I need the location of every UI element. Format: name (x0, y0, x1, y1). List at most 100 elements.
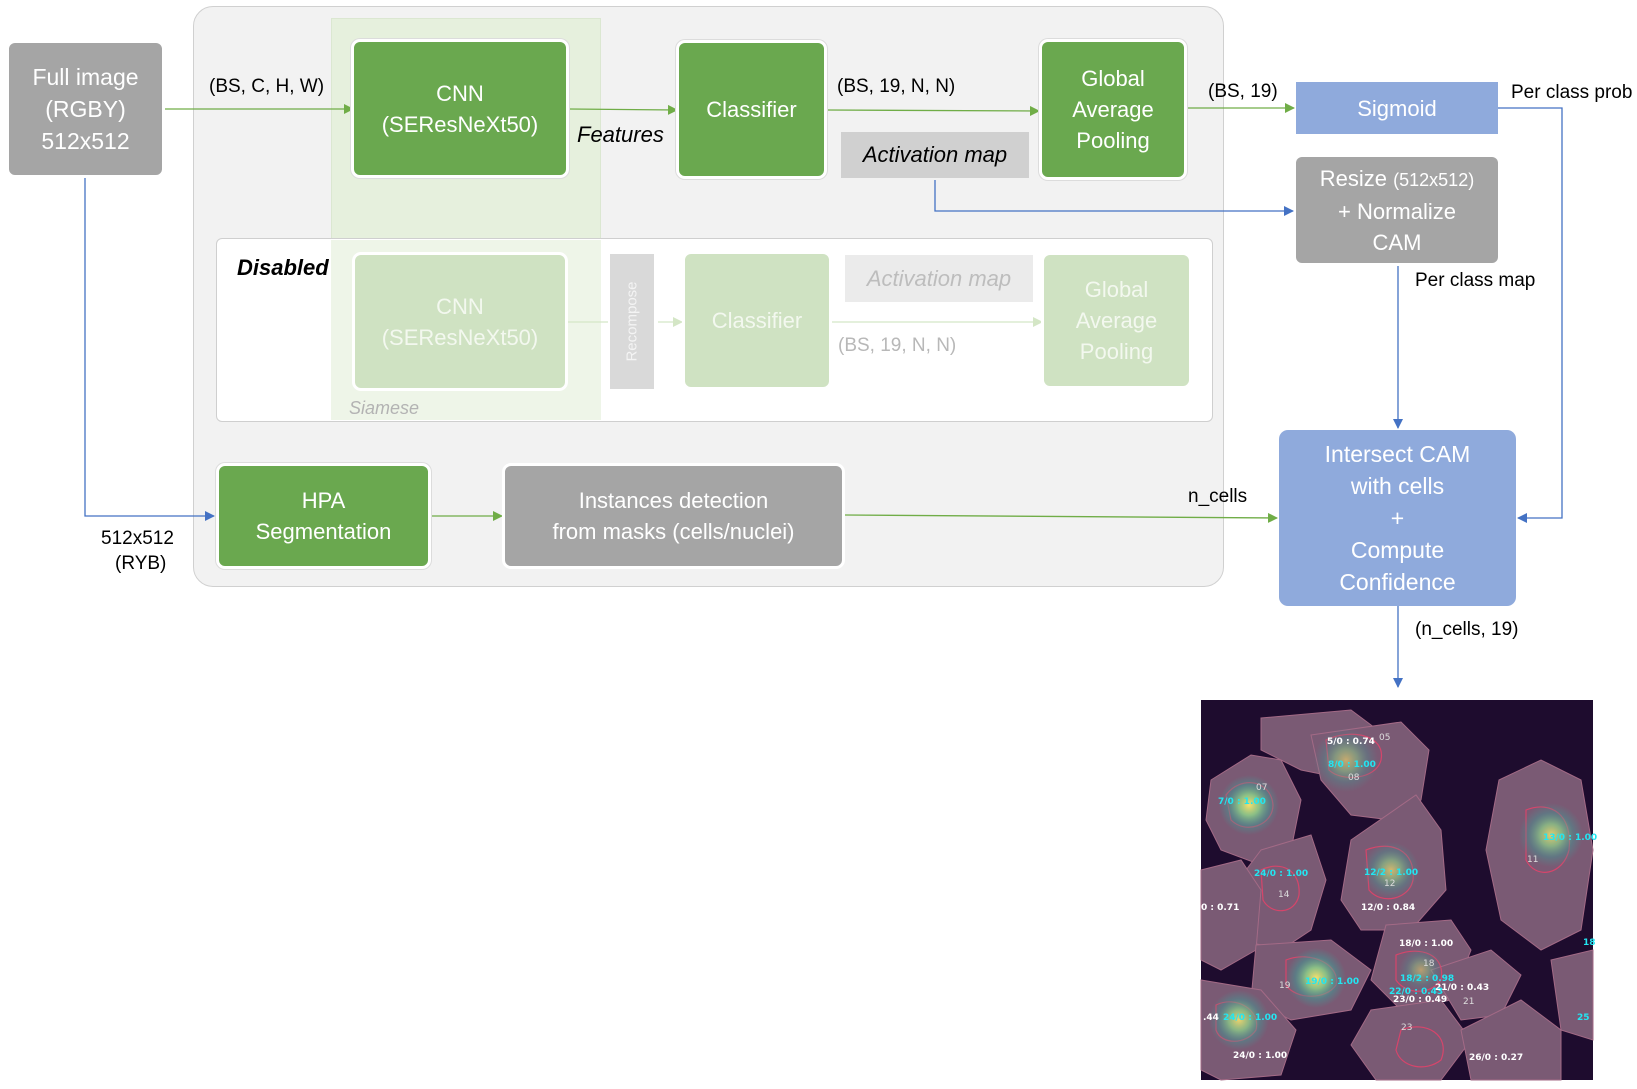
activation-map-label: Activation map (862, 142, 1008, 167)
disabled-gap-line3: Pooling (1079, 339, 1154, 364)
cell-label: 12/0 : 0.84 (1361, 903, 1415, 913)
gap-line2: Average (1072, 97, 1154, 122)
cell-label: 23 (1401, 1023, 1412, 1033)
resize-line2: + Normalize (1338, 198, 1456, 224)
full-image-line1: Full image (32, 64, 139, 90)
hpa-line2: Segmentation (255, 519, 392, 544)
cell-label: 24/0 : 1.00 (1254, 869, 1308, 879)
sigmoid-label: Sigmoid (1357, 95, 1437, 121)
cell-label: 19/0 : 1.00 (1305, 977, 1359, 987)
hpa-line1: HPA (301, 488, 346, 513)
cnn-line1: CNN (436, 80, 484, 106)
resize-line3: CAM (1372, 229, 1422, 255)
cnn-box: CNN (SEResNeXt50) (351, 39, 569, 178)
full-image-line3: 512x512 (41, 128, 130, 154)
cell-region (1460, 999, 1562, 1081)
recompose-label: Recompose (623, 281, 641, 362)
disabled-title: Disabled (237, 255, 329, 280)
cell-label: 24/0 : 1.00 (1233, 1051, 1287, 1061)
cnn-line2: (SEResNeXt50) (381, 111, 539, 137)
activation-hotspot (1219, 775, 1279, 835)
cell-label: 05 (1379, 733, 1390, 743)
activation-hotspot (1399, 948, 1443, 992)
cell-label: 18 (1423, 959, 1435, 969)
arrow-activation-map-to-resize (934, 180, 1294, 216)
cell-label: 08 (1348, 773, 1360, 783)
activation-hotspot (1363, 842, 1419, 898)
resize-line1b: (512x512) (1393, 169, 1475, 190)
per-class-map-label: Per class map (1415, 270, 1536, 291)
nucleus-outline (1395, 1026, 1444, 1068)
gap-line1: Global (1081, 66, 1145, 91)
arrow-instances-to-intersect (844, 512, 1278, 523)
cell-region (1550, 949, 1594, 1041)
disabled-cnn-line2: (SEResNeXt50) (381, 324, 539, 350)
disabled-gap-line2: Average (1075, 308, 1158, 333)
cell-label: 18/0 : 1.00 (1399, 939, 1453, 949)
arrow-sigmoid-to-intersect (1498, 107, 1563, 523)
disabled-activation-map-box: Activation map (845, 255, 1033, 302)
gap-line3: Pooling (1076, 128, 1150, 153)
resize-normalize-cam-box: Resize (512x512) + Normalize CAM (1296, 157, 1498, 263)
input-shape-label: (BS, C, H, W) (209, 76, 325, 97)
gap-shape-label: (BS, 19) (1208, 81, 1278, 102)
features-label: Features (577, 122, 664, 147)
resize-line1: Resize (512x512) (1320, 163, 1474, 196)
disabled-gap-line1: Global (1084, 277, 1149, 302)
disabled-cnn-line1: CNN (436, 293, 484, 319)
nucleus-outline (1260, 865, 1300, 912)
arrow-classifier-to-gap (826, 105, 1040, 116)
intersect-line1: Intersect CAM (1324, 441, 1471, 467)
full-image-line2: (RGBY) (45, 96, 126, 122)
cell-label: 13/0 : 1.00 (1543, 833, 1597, 843)
instances-detection-box: Instances detection from masks (cells/nu… (502, 463, 845, 569)
instances-line1: Instances detection (578, 488, 769, 513)
activation-map-box: Activation map (841, 132, 1029, 178)
intersect-cam-box: Intersect CAM with cells + Compute Confi… (1279, 430, 1516, 606)
cell-label: 12/2 : 1.00 (1364, 868, 1418, 878)
cell-label: 12 (1384, 879, 1395, 889)
cell-label: 19 (1279, 981, 1291, 991)
resize-line1a: Resize (1319, 165, 1394, 191)
cell-label: 22/0 : 0.43 (1389, 987, 1443, 997)
sigmoid-box: Sigmoid (1296, 82, 1498, 134)
cell-label: 25 (1577, 1013, 1590, 1023)
intersect-line2: with cells (1350, 473, 1445, 499)
activation-hotspot (1209, 990, 1269, 1050)
cell-label: 24/0 : 1.00 (1223, 1013, 1277, 1023)
disabled-activation-map-label: Activation map (866, 265, 1012, 291)
cell-label: 23/0 : 0.49 (1393, 995, 1447, 1005)
disabled-classifier-box: Classifier (682, 251, 832, 390)
activation-hotspot (1286, 948, 1346, 1008)
disabled-shape-label: (BS, 19, N, N) (838, 335, 957, 356)
cell-label: 7/0 : 1.00 (1218, 797, 1266, 807)
cell-label: 07 (1256, 783, 1267, 793)
disabled-classifier-label: Classifier (711, 308, 803, 333)
classifier-box: Classifier (676, 40, 827, 179)
cell-label: 26/0 : 0.27 (1469, 1053, 1523, 1063)
cell-label: 0 : 0.71 (1201, 903, 1239, 913)
classifier-label: Classifier (706, 97, 797, 122)
cell-label: 14 (1278, 890, 1290, 900)
cell-label: 5/0 : 0.74 (1327, 737, 1375, 747)
cell-label: 8/0 : 1.00 (1328, 760, 1376, 770)
arrow-input-to-hpa (84, 177, 215, 521)
n-cells-label: n_cells (1188, 486, 1248, 507)
cell-label: 11 (1527, 855, 1538, 865)
cell-label: 21/0 : 0.43 (1435, 983, 1489, 993)
cell-label: .44 (1203, 1013, 1219, 1023)
seg-input-channels-label: (RYB) (115, 553, 167, 574)
per-class-prob-label: Per class prob (1511, 82, 1633, 103)
classifier-shape-label: (BS, 19, N, N) (837, 76, 956, 97)
siamese-label: Siamese (349, 398, 420, 418)
full-image-box: Full image (RGBY) 512x512 (6, 40, 165, 178)
activation-hotspot (1314, 728, 1378, 792)
cell-label: 18 (1583, 938, 1596, 948)
arrow-cnn-to-classifier (568, 104, 678, 115)
intersect-line5: Confidence (1339, 569, 1456, 595)
hpa-segmentation-box: HPA Segmentation (216, 463, 431, 569)
seg-input-size-label: 512x512 (101, 528, 174, 549)
intersect-line3: + (1390, 505, 1405, 531)
output-shape-label: (n_cells, 19) (1415, 619, 1519, 640)
